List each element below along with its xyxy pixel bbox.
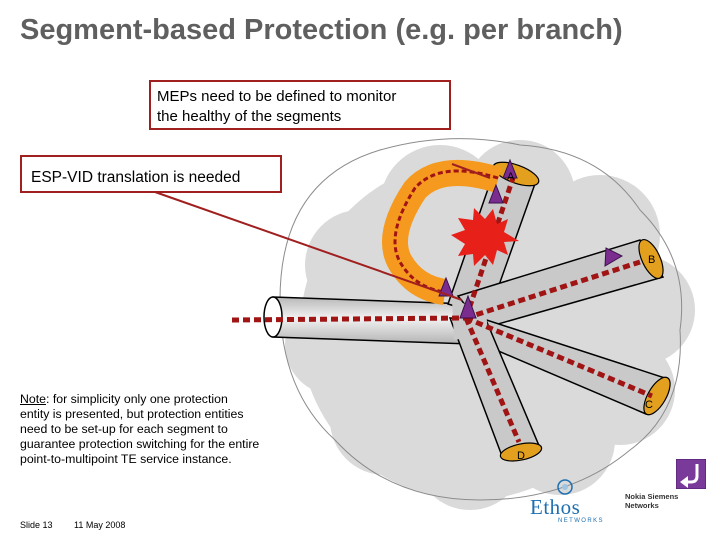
mep-triangle-icon [438,276,454,297]
note-body: : for simplicity only one protection ent… [20,392,260,466]
ethos-logo-icon [557,479,573,495]
esp-vid-pointer-line [154,191,463,301]
meps-callout-line1: MEPs need to be defined to monitor [157,88,397,105]
branch-label-a: A [507,171,515,183]
nsn-logo-line2: Networks [625,501,659,510]
meps-pointer-line [451,163,491,179]
return-arrow-icon [680,464,699,488]
pipe-branch-left [263,296,471,345]
slide-date: 11 May 2008 [74,520,126,530]
mep-triangle-icon [488,183,504,204]
path-b [465,259,641,321]
meps-callout: MEPs need to be defined to monitor the h… [149,80,451,130]
path-d [463,317,522,443]
branch-label-d: D [517,450,525,462]
note-text-block: Note: for simplicity only one protection… [20,392,260,467]
failure-starburst-icon [451,208,519,266]
mep-triangle-icon [604,247,624,267]
nokia-siemens-logo: Nokia Siemens Networks [625,492,678,510]
mep-triangle-icon [502,158,518,179]
slide-number: Slide 13 [20,520,53,530]
note-label: Note [20,392,46,406]
path-c [465,315,653,399]
nsn-logo-line1: Nokia Siemens [625,492,679,501]
ethos-logo-subtext: NETWORKS [558,518,604,524]
protection-path [382,159,502,305]
mep-triangle-icon [459,294,477,319]
return-button[interactable] [676,459,706,489]
slide-title: Segment-based Protection (e.g. per branc… [20,14,623,46]
esp-vid-callout: ESP-VID translation is needed [20,155,282,193]
branch-label-b: B [648,254,655,266]
ethos-logo-text: Ethos [530,495,581,519]
branch-label-c: C [645,399,653,411]
path-left [231,315,467,323]
meps-callout-line2: the healthy of the segments [157,108,342,125]
